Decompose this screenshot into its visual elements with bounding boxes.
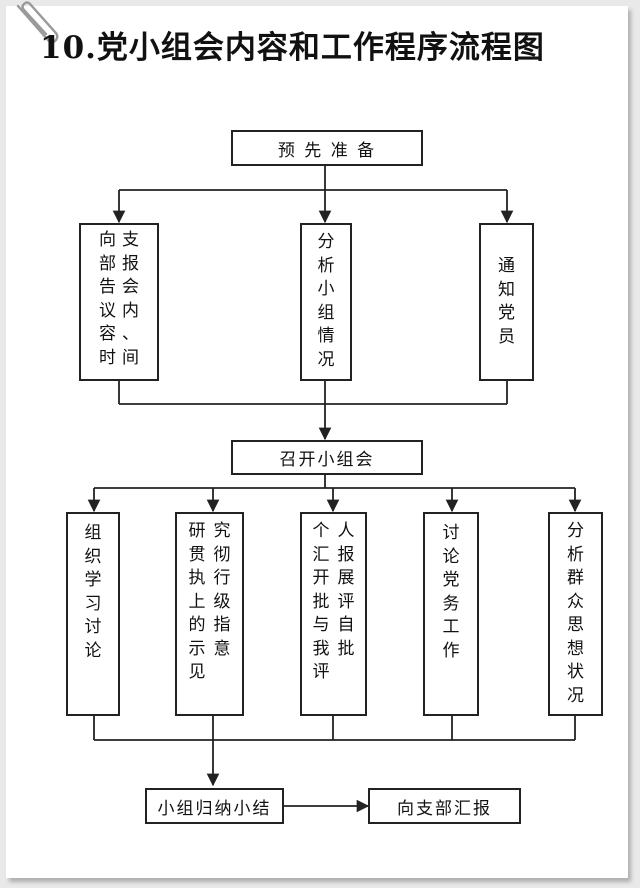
node-char: 指 <box>213 615 231 635</box>
node-char: 、 <box>122 324 139 344</box>
node-char: 知 <box>498 279 515 300</box>
node-char: 批 <box>312 591 330 612</box>
node-char: 论 <box>84 640 102 661</box>
node-organize-study: 组织学习讨论 <box>66 512 120 716</box>
node-char: 织 <box>84 546 102 567</box>
node-char: 状 <box>567 662 584 682</box>
node-research-col1: 研贯执上的示见 <box>189 520 206 685</box>
node-char: 报 <box>337 544 355 565</box>
node-char: 我 <box>312 638 330 659</box>
node-char: 向 <box>99 230 116 250</box>
node-char: 报 <box>122 253 139 274</box>
node-char: 个 <box>312 521 330 541</box>
node-research: 研贯执上的示见 究彻行级指意 <box>175 512 244 716</box>
node-char: 通 <box>498 256 515 276</box>
node-char: 彻 <box>213 544 231 565</box>
node-char: 汇 <box>312 544 330 565</box>
node-char: 析 <box>317 255 335 276</box>
node-char: 作 <box>442 640 460 661</box>
node-convene: 召开小组会 <box>231 440 423 475</box>
node-char: 党 <box>442 570 460 590</box>
node-char: 思 <box>567 615 584 635</box>
node-self-criticism: 个汇开批与我评 人报展评自批 <box>300 512 367 716</box>
node-research-col2: 究彻行级指意 <box>214 520 231 685</box>
node-char: 评 <box>312 662 330 682</box>
node-char: 况 <box>567 685 584 706</box>
node-char: 讨 <box>442 523 460 543</box>
node-char: 内 <box>122 300 139 321</box>
node-char: 况 <box>317 349 335 370</box>
node-char: 分 <box>317 232 335 252</box>
node-notify-branch: 向支部报告会议内容、时间 <box>79 223 159 381</box>
node-char: 员 <box>498 326 515 347</box>
node-notify-members: 通知党员 <box>479 223 534 381</box>
node-analyze-masses-text: 分析群众思想状况 <box>550 514 601 708</box>
node-char: 间 <box>122 347 139 368</box>
node-char: 党 <box>498 303 515 323</box>
node-char: 支 <box>122 230 139 250</box>
node-char: 贯 <box>188 544 206 565</box>
node-char: 务 <box>442 593 460 614</box>
node-char: 上 <box>188 591 206 612</box>
node-char: 开 <box>312 568 330 588</box>
page-title: 10.党小组会内容和工作程序流程图 <box>40 30 545 66</box>
node-char: 情 <box>317 326 335 346</box>
node-char: 容 <box>99 324 116 344</box>
node-char: 众 <box>567 591 584 612</box>
node-char: 讨 <box>84 617 102 637</box>
node-char: 级 <box>213 591 231 612</box>
node-self-criticism-col2: 人报展评自批 <box>338 520 355 685</box>
node-char: 分 <box>567 521 584 541</box>
node-analyze-group: 分析小组情况 <box>300 223 352 381</box>
node-char: 学 <box>84 570 102 590</box>
node-char: 展 <box>337 568 355 588</box>
node-report-branch: 向支部汇报 <box>368 788 521 824</box>
node-char: 人 <box>337 521 355 541</box>
node-analyze-group-text: 分析小组情况 <box>302 225 350 372</box>
node-char: 想 <box>567 638 584 659</box>
node-char: 时 <box>99 347 116 368</box>
node-char: 示 <box>188 638 206 659</box>
node-char: 与 <box>312 615 330 635</box>
node-char: 组 <box>84 523 102 543</box>
node-char: 意 <box>213 638 231 659</box>
node-char: 执 <box>188 568 206 588</box>
node-char: 习 <box>84 593 102 614</box>
node-char: 究 <box>213 521 231 541</box>
node-char: 议 <box>99 300 116 321</box>
paperclip-icon <box>16 1 59 44</box>
node-analyze-masses: 分析群众思想状况 <box>548 512 603 716</box>
node-organize-study-text: 组织学习讨论 <box>68 514 118 663</box>
node-char: 部 <box>99 253 116 274</box>
node-char: 的 <box>188 615 206 635</box>
node-char: 研 <box>188 521 206 541</box>
node-discuss-party-text: 讨论党务工作 <box>425 514 477 663</box>
node-self-criticism-col1: 个汇开批与我评 <box>313 520 330 685</box>
node-prepare: 预 先 准 备 <box>231 130 423 166</box>
node-summary: 小组归纳小结 <box>145 788 284 824</box>
node-char: 见 <box>188 662 206 682</box>
node-char: 工 <box>442 617 460 637</box>
node-notify-branch-text: 向支部报告会议内容、时间 <box>81 225 157 370</box>
node-char: 会 <box>122 277 139 297</box>
node-notify-members-text: 通知党员 <box>481 225 532 349</box>
node-char: 批 <box>337 638 355 659</box>
node-char: 行 <box>213 568 231 588</box>
node-char: 群 <box>567 568 584 588</box>
node-char: 组 <box>317 302 335 323</box>
node-char: 自 <box>337 615 355 635</box>
node-char: 析 <box>567 544 584 565</box>
node-discuss-party: 讨论党务工作 <box>423 512 479 716</box>
node-char: 评 <box>337 591 355 612</box>
node-char: 论 <box>442 546 460 567</box>
node-char: 小 <box>317 279 335 299</box>
node-char: 告 <box>99 277 116 297</box>
